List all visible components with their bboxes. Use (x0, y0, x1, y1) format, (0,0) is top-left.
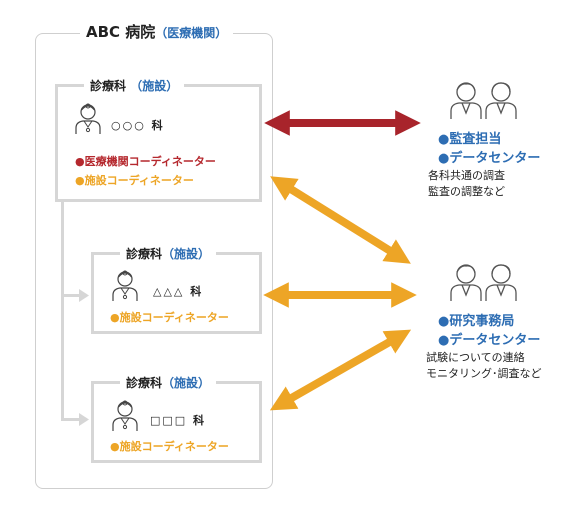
staff-pair-icon (450, 82, 517, 119)
dept-three-title: 診療科（施設） (120, 374, 217, 392)
right-top-role-audit: ●監査担当 (438, 132, 502, 147)
dept-main-role-facility-coordinator: ●施設コーディネーター (75, 174, 194, 187)
dept-main-name: ○○○ 科 (111, 119, 165, 132)
dept-main-type-label: （施設） (130, 79, 179, 93)
dept-two-role-facility-coordinator: ●施設コーディネーター (110, 311, 229, 324)
connector-arrowhead-two (79, 289, 89, 302)
dept-main-title: 診療科 （施設） (84, 77, 185, 95)
right-bottom-note-1: 試験についての連絡 (426, 351, 525, 364)
right-bottom-role-secretariat: ●研究事務局 (438, 314, 515, 329)
dept-two-title: 診療科（施設） (120, 245, 217, 263)
hospital-title: ABC 病院（医療機関） (80, 19, 234, 45)
right-top-role-data-center: ●データセンター (438, 151, 541, 166)
dept-two-title-text: 診療科 (126, 247, 163, 261)
dept-three-role-facility-coordinator: ●施設コーディネーター (110, 440, 229, 453)
dept-two-name: △△△ 科 (153, 285, 204, 298)
dept-three-title-text: 診療科 (126, 376, 163, 390)
connector-arrowhead-three (79, 413, 89, 426)
hospital-type-label: （医療機関） (155, 26, 228, 40)
doctor-icon (112, 270, 138, 301)
dept-main-title-text: 診療科 (90, 79, 127, 93)
right-bottom-note-2: モニタリング･調査など (426, 367, 542, 380)
dept-three-type-label: （施設） (162, 376, 211, 390)
doctor-icon (112, 400, 138, 431)
hospital-name: ABC 病院 (86, 23, 156, 41)
dept-main-role-medical-coordinator: ●医療機関コーディネーター (75, 155, 216, 168)
dept-two-type-label: （施設） (162, 247, 211, 261)
right-top-note-2: 監査の調整など (428, 185, 505, 198)
staff-pair-icon (450, 264, 517, 301)
arrow-three-to-research (269, 329, 412, 411)
arrow-main-to-research (270, 176, 411, 264)
connector-to-dept-two (61, 294, 83, 297)
right-bottom-role-data-center: ●データセンター (438, 333, 541, 348)
dept-three-name: □□□ 科 (150, 414, 207, 427)
dept-box-two (91, 252, 262, 334)
right-top-note-1: 各科共通の調査 (428, 169, 505, 182)
dept-box-three (91, 381, 262, 463)
doctor-icon (75, 103, 101, 134)
connector-to-dept-three (61, 418, 83, 421)
connector-vertical (61, 200, 64, 420)
